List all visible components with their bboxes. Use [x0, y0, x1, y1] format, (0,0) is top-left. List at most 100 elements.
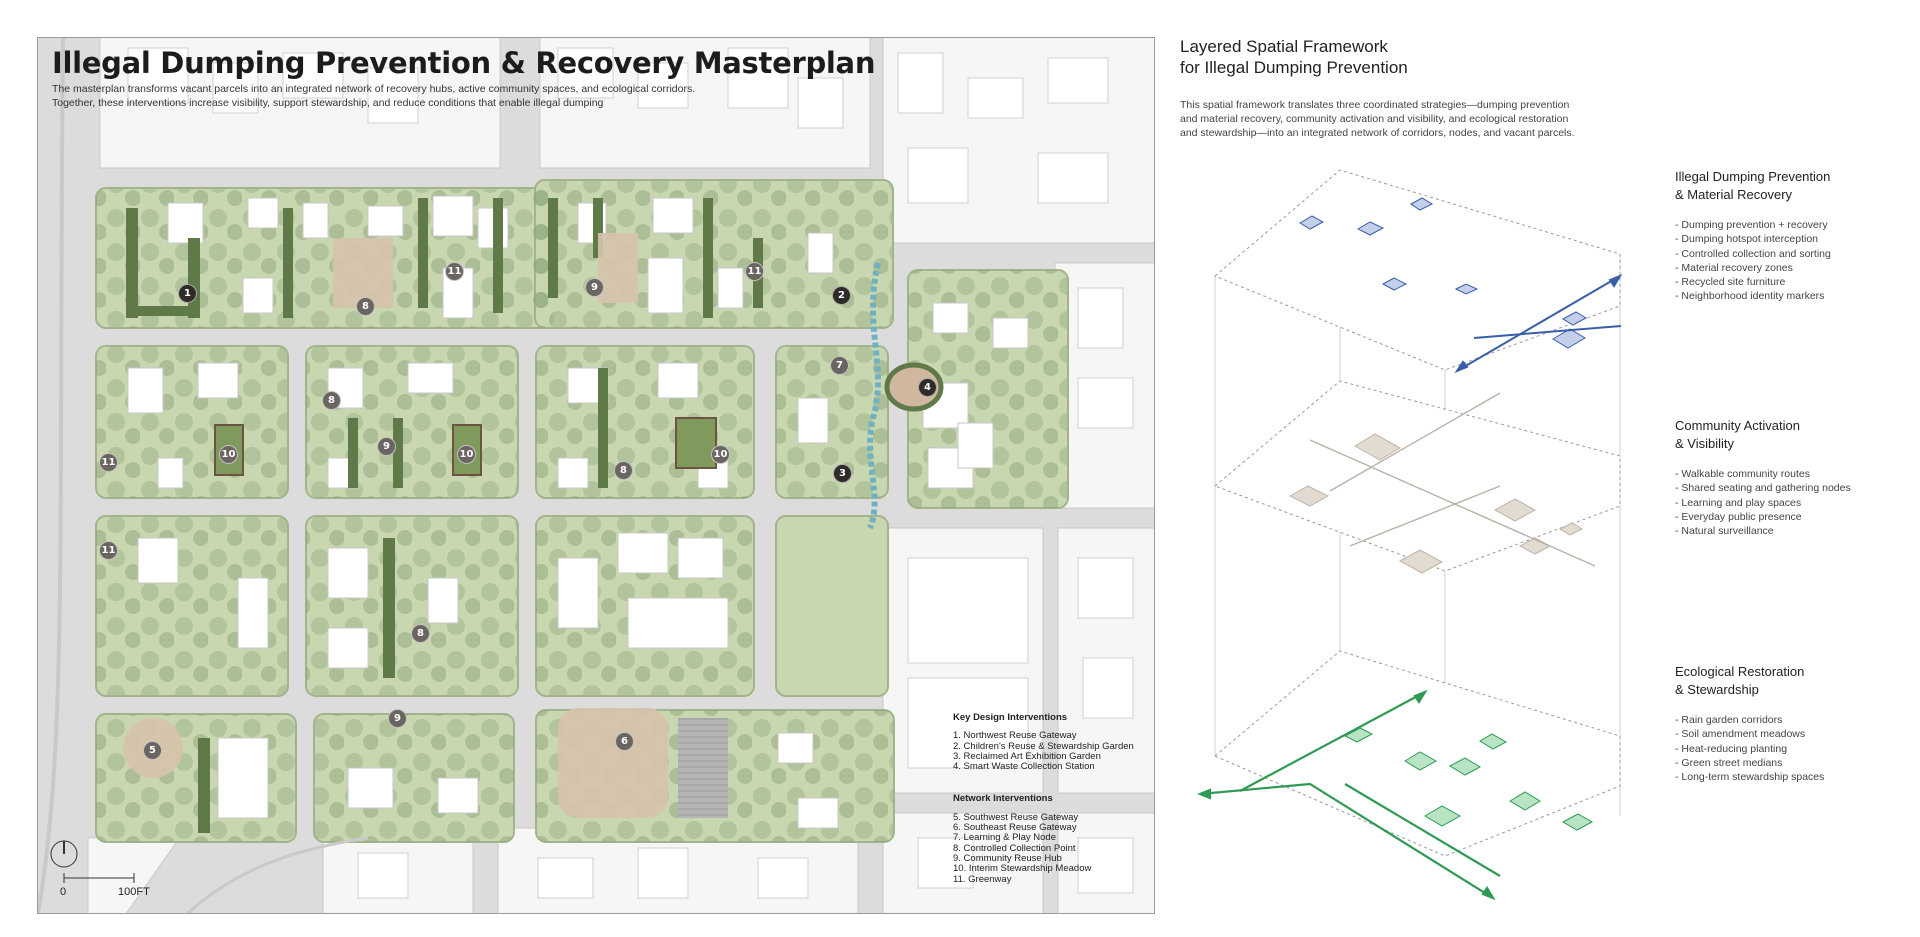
legend-item: 9. Community Reuse Hub: [953, 852, 1062, 864]
legend-item: 5. Southwest Reuse Gateway: [953, 811, 1079, 823]
layer-description-prevention: Illegal Dumping Prevention & Material Re…: [1675, 168, 1895, 304]
map-marker-2: 2: [832, 286, 851, 305]
layer-item: - Soil amendment meadows: [1675, 728, 1806, 741]
legend-item: 6. Southeast Reuse Gateway: [953, 822, 1077, 834]
layer-title-line: & Material Recovery: [1675, 187, 1793, 202]
layered-framework-panel: Layered Spatial Framework for Illegal Du…: [1180, 36, 1900, 916]
legend-heading-key-design: Key Design Interventions: [953, 712, 1068, 723]
hotspot-parcel: [1299, 215, 1325, 230]
solar-structures: [678, 718, 728, 818]
framework-title-line: Layered Spatial Framework: [1180, 37, 1388, 56]
map-marker-5: 5: [143, 741, 162, 760]
map-marker-11: 11: [445, 262, 464, 281]
map-marker-9: 9: [377, 437, 396, 456]
gathering-node: [1558, 522, 1584, 536]
scale-zero-label: 0: [60, 886, 67, 898]
layer-item: - Dumping prevention + recovery: [1675, 219, 1828, 231]
scale-bar: 0 100FT: [48, 840, 168, 910]
waste-station-plaza: [884, 362, 944, 412]
layer-item: - Shared seating and gathering nodes: [1675, 482, 1851, 495]
plaza-areas: [123, 233, 668, 818]
green-corridor: [1199, 782, 1494, 899]
layer-description-ecology: Ecological Restoration & Stewardship - R…: [1675, 663, 1895, 784]
layer-item: - Neighborhood identity markers: [1675, 290, 1825, 303]
hedgerows: [126, 198, 763, 833]
map-marker-10: 10: [711, 445, 730, 464]
layer-item: - Material recovery zones: [1675, 261, 1793, 274]
layer-title: Community Activation & Visibility: [1675, 417, 1895, 453]
hotspot-parcel: [1356, 221, 1385, 236]
layer-item: - Everyday public presence: [1675, 510, 1802, 523]
layer-title: Ecological Restoration & Stewardship: [1675, 663, 1895, 699]
hotspot-parcel: [1381, 277, 1408, 291]
legend-item: 10. Interim Stewardship Meadow: [953, 863, 1092, 875]
gathering-node: [1288, 485, 1330, 507]
layer-item: - Dumping hotspot interception: [1675, 233, 1818, 246]
greenway-stream: [867, 262, 881, 530]
legend-item: 2. Children's Reuse & Stewardship Garden: [953, 740, 1134, 752]
map-marker-8: 8: [356, 297, 375, 316]
layer-description-activation: Community Activation & Visibility - Walk…: [1675, 417, 1895, 538]
layer-item: - Recycled site furniture: [1675, 276, 1786, 289]
layer-title-line: Illegal Dumping Prevention: [1675, 169, 1831, 184]
rain-garden: [1561, 813, 1594, 831]
site-plan-drawing: [38, 38, 1154, 913]
layer-item: - Walkable community routes: [1675, 468, 1810, 480]
hotspot-parcel: [1552, 328, 1586, 349]
legend-item: 11. Greenway: [953, 873, 1012, 885]
map-marker-11: 11: [99, 541, 118, 560]
rain-garden: [1404, 751, 1438, 771]
framework-description: This spatial framework translates three …: [1180, 98, 1640, 140]
map-marker-10: 10: [219, 445, 238, 464]
layer-title-line: Community Activation: [1675, 418, 1800, 433]
layer-ecology: [1197, 650, 1621, 901]
legend-item: 1. Northwest Reuse Gateway: [953, 730, 1077, 742]
community-route: [1329, 392, 1501, 492]
description-line: Together, these interventions increase v…: [52, 97, 604, 109]
legend-item: 4. Smart Waste Collection Station: [953, 761, 1095, 773]
green-corridor: [1239, 691, 1426, 792]
layer-title-line: & Visibility: [1675, 436, 1735, 451]
green-corridor: [1344, 783, 1501, 877]
map-marker-10: 10: [457, 445, 476, 464]
community-route: [1309, 439, 1596, 567]
map-marker-8: 8: [614, 461, 633, 480]
map-marker-11: 11: [745, 262, 764, 281]
rain-garden: [1448, 757, 1482, 776]
rain-garden: [1479, 733, 1508, 750]
map-marker-9: 9: [585, 278, 604, 297]
framework-description-line: This spatial framework translates three …: [1180, 99, 1570, 111]
gathering-node: [1398, 549, 1444, 574]
rain-garden: [1509, 791, 1541, 811]
outer-buildings: [127, 47, 1134, 899]
map-marker-7: 7: [830, 356, 849, 375]
layer-activation: [1214, 380, 1621, 574]
isometric-layer-diagram: [1197, 169, 1623, 901]
recovery-corridor: [1473, 325, 1622, 339]
hotspot-parcel: [1410, 197, 1434, 211]
map-marker-8: 8: [411, 624, 430, 643]
north-arrow-icon: [50, 840, 135, 883]
masterplan-description: The masterplan transforms vacant parcels…: [52, 82, 812, 110]
framework-title-line: for Illegal Dumping Prevention: [1180, 58, 1408, 77]
map-marker-8: 8: [322, 391, 341, 410]
layer-item: - Heat-reducing planting: [1675, 742, 1788, 755]
map-marker-3: 3: [833, 464, 852, 483]
framework-description-line: and stewardship—into an integrated netwo…: [1180, 127, 1575, 139]
layer-title-line: Ecological Restoration: [1675, 664, 1805, 679]
layer-title-line: & Stewardship: [1675, 682, 1759, 697]
layer-item: - Natural surveillance: [1675, 525, 1774, 538]
map-marker-1: 1: [178, 284, 197, 303]
rain-garden: [1424, 805, 1462, 827]
gathering-node: [1354, 433, 1401, 461]
layer-item: - Learning and play spaces: [1675, 496, 1802, 509]
legend-heading-network: Network Interventions: [953, 793, 1053, 805]
legend-item: 3. Reclaimed Art Exhibition Garden: [953, 750, 1101, 762]
description-line: The masterplan transforms vacant parcels…: [52, 83, 696, 95]
layer-title: Illegal Dumping Prevention & Material Re…: [1675, 168, 1895, 204]
map-marker-6: 6: [615, 732, 634, 751]
gathering-node: [1493, 498, 1537, 522]
scale-distance-label: 100FT: [118, 886, 150, 898]
layer-item: - Controlled collection and sorting: [1675, 247, 1831, 260]
recovery-corridor: [1456, 275, 1621, 372]
